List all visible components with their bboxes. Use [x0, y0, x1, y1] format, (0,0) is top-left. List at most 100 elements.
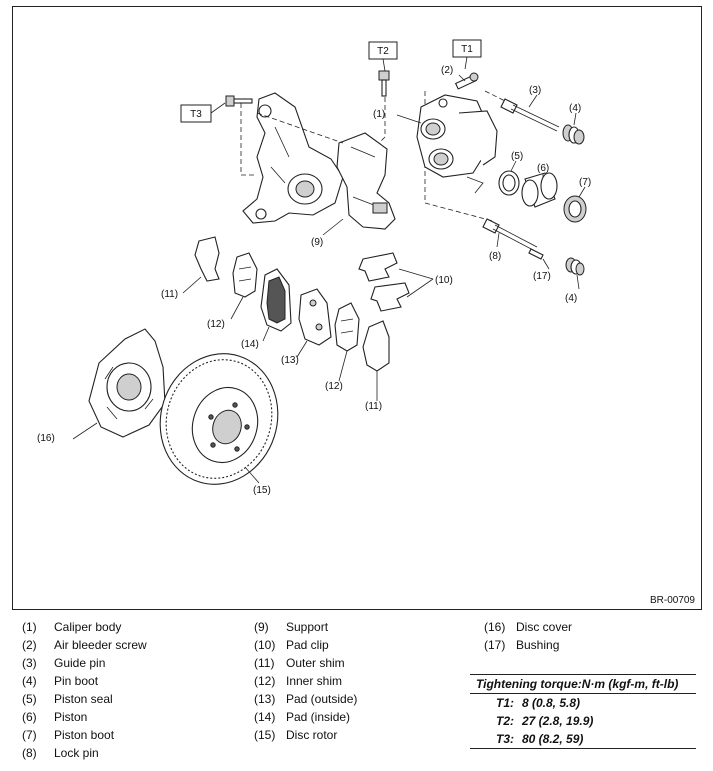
- torque-tag-t3: T3: [180, 102, 226, 123]
- callout-6: (6): [537, 163, 549, 174]
- legend-label: Pad clip: [286, 638, 329, 652]
- torque-name: T3:: [496, 732, 514, 746]
- legend-item: (13) Pad (outside): [254, 690, 357, 708]
- bushing: [528, 248, 544, 260]
- legend-label: Piston seal: [54, 692, 113, 706]
- legend-num: (5): [22, 692, 37, 706]
- legend-item: (8) Lock pin: [22, 744, 147, 762]
- outer-shim-left: [194, 236, 220, 282]
- legend-num: (3): [22, 656, 37, 670]
- legend-label: Pad (outside): [286, 692, 358, 706]
- support-bolt: [378, 70, 390, 97]
- torque-tag-t3-text: T3: [190, 109, 202, 120]
- callout-3: (3): [529, 85, 541, 96]
- callout-13: (13): [281, 355, 299, 366]
- callout-7: (7): [579, 177, 591, 188]
- callout-9: (9): [311, 237, 323, 248]
- legend-num: (6): [22, 710, 37, 724]
- legend-label: Bushing: [516, 638, 560, 652]
- knuckle-bolt: [225, 95, 253, 107]
- pad-outside: [298, 288, 332, 346]
- callout-2: (2): [441, 65, 453, 76]
- legend-num: (8): [22, 746, 37, 760]
- air-bleeder-screw: [454, 72, 479, 90]
- legend-num: (10): [254, 638, 276, 652]
- legend-item: (1) Caliper body: [22, 618, 147, 636]
- legend-column-1: (1) Caliper body (2) Air bleeder screw (3)…: [22, 618, 147, 762]
- torque-table: Tightening torque:N·m (kgf-m, ft-lb) T1:…: [470, 674, 696, 749]
- legend-column-3: (16)Disc cover (17)Bushing: [484, 618, 572, 654]
- torque-tag-t1-text: T1: [461, 44, 473, 55]
- legend-item: (9) Support: [254, 618, 357, 636]
- legend-num: (4): [22, 674, 37, 688]
- callout-12-right: (12): [325, 381, 343, 392]
- torque-row: T2: 27 (2.8, 19.9): [470, 712, 696, 730]
- torque-heading: Tightening torque:N·m (kgf-m, ft-lb): [470, 674, 696, 694]
- callout-8: (8): [489, 251, 501, 262]
- legend-label: Disc rotor: [286, 728, 338, 742]
- callout-4-lower: (4): [565, 293, 577, 304]
- legend-column-2: (9) Support (10) Pad clip (11)Outer shim (…: [254, 618, 357, 744]
- pin-boot-lower: [565, 257, 585, 276]
- callout-10: (10): [435, 275, 453, 286]
- legend-item: (11)Outer shim: [254, 654, 357, 672]
- inner-shim-left: [232, 252, 258, 298]
- disc-cover: [88, 328, 166, 438]
- torque-tag-t2: T2: [368, 41, 398, 72]
- torque-tag-t1: T1: [452, 39, 482, 70]
- parts-legend: (1) Caliper body (2) Air bleeder screw (3)…: [0, 618, 713, 768]
- guide-pin: [500, 98, 560, 132]
- diagram-svg: T2 T1 T3: [37, 39, 591, 496]
- callout-16: (16): [37, 433, 55, 444]
- legend-label: Piston: [54, 710, 88, 724]
- legend-item: (3)Guide pin: [22, 654, 147, 672]
- torque-row: T1: 8 (0.8, 5.8): [470, 694, 696, 712]
- caliper-support: [336, 132, 396, 230]
- callout-4-upper: (4): [569, 103, 581, 114]
- legend-item: (5) Piston seal: [22, 690, 147, 708]
- legend-num: (14): [254, 710, 276, 724]
- legend-label: Support: [286, 620, 329, 634]
- callout-1: (1): [373, 109, 385, 120]
- legend-item: (15) Disc rotor: [254, 726, 357, 744]
- legend-item: (14)Pad (inside): [254, 708, 357, 726]
- legend-num: (12): [254, 674, 276, 688]
- legend-label: Lock pin: [54, 746, 99, 760]
- torque-row: T3: 80 (8.2, 59): [470, 730, 696, 749]
- callout-11-right: (11): [365, 401, 382, 412]
- legend-label: Air bleeder screw: [54, 638, 147, 652]
- legend-item: (6) Piston: [22, 708, 147, 726]
- legend-num: (1): [22, 620, 37, 634]
- legend-num: (2): [22, 638, 37, 652]
- torque-name: T2:: [496, 714, 514, 728]
- legend-label: Pin boot: [54, 674, 99, 688]
- callout-11-left: (11): [161, 289, 178, 300]
- legend-item: (17)Bushing: [484, 636, 572, 654]
- legend-item: (12) Inner shim: [254, 672, 357, 690]
- legend-label: Disc cover: [516, 620, 573, 634]
- callout-5: (5): [511, 151, 523, 162]
- legend-item: (4) Pin boot: [22, 672, 147, 690]
- legend-num: (13): [254, 692, 276, 706]
- callout-17: (17): [533, 271, 551, 282]
- lock-pin: [482, 218, 538, 252]
- piston-boot: [563, 195, 587, 223]
- legend-label: Inner shim: [286, 674, 343, 688]
- legend-num: (15): [254, 728, 276, 742]
- torque-value: 27 (2.8, 19.9): [522, 714, 594, 728]
- inner-shim-right: [334, 302, 360, 352]
- legend-label: Caliper body: [54, 620, 122, 634]
- legend-num: (7): [22, 728, 37, 742]
- torque-name: T1:: [496, 696, 514, 710]
- figure-id: BR-00709: [649, 595, 695, 606]
- legend-item: (16)Disc cover: [484, 618, 572, 636]
- caliper-body: [416, 94, 498, 194]
- legend-num: (9): [254, 620, 269, 634]
- callout-12-left: (12): [207, 319, 225, 330]
- callout-15: (15): [253, 485, 271, 496]
- legend-label: Outer shim: [286, 656, 345, 670]
- steering-knuckle: [242, 92, 344, 224]
- torque-value: 80 (8.2, 59): [522, 732, 584, 746]
- leader-lines: [72, 74, 586, 484]
- torque-value: 8 (0.8, 5.8): [522, 696, 581, 710]
